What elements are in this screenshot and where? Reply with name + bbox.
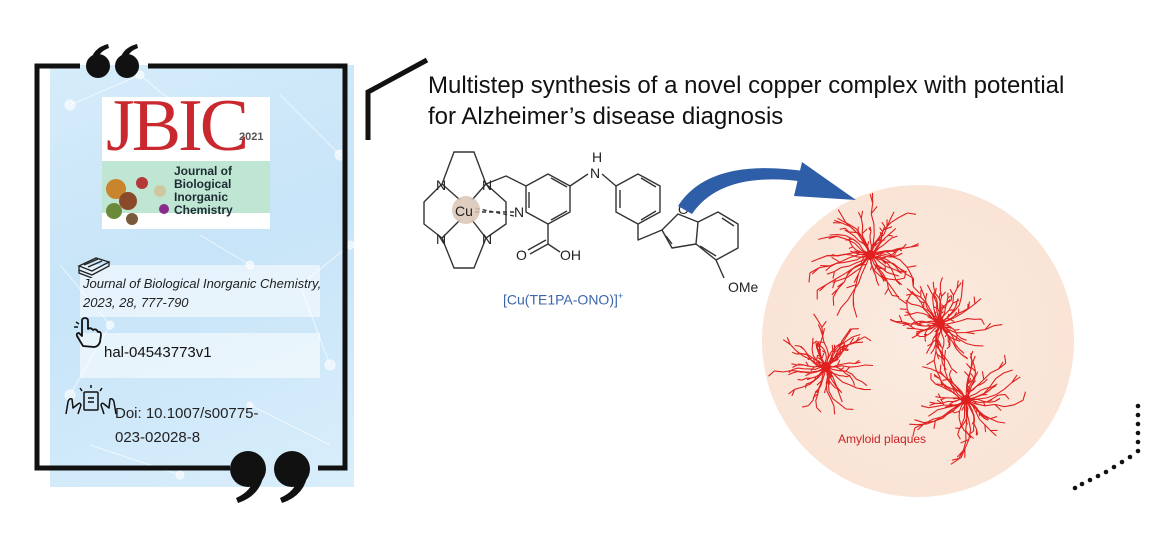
plaque-fibril [869, 192, 880, 256]
reference-box [80, 265, 320, 317]
atom-label: H [592, 149, 602, 165]
amyloid-plaques [768, 192, 1027, 465]
plaque-fibril [831, 254, 871, 306]
complex-name: [Cu(TE1PA-ONO)]+ [503, 291, 624, 308]
plaque-fibril [926, 322, 943, 379]
plaque-core [935, 318, 945, 328]
quote-close-icon [230, 451, 310, 503]
plaque-fibril [812, 366, 827, 413]
cover-name-line: Inorganic [174, 190, 229, 204]
book-stack-icon [77, 257, 111, 278]
plaque-fibril [965, 399, 976, 435]
headline-line: Multistep synthesis of a novel copper co… [428, 72, 1065, 99]
plaque-fibril [825, 328, 859, 368]
plaque-fibril [869, 254, 900, 271]
complex-charge: + [617, 291, 624, 301]
plaque-fibril [939, 296, 982, 324]
plaque-fibril [965, 369, 1013, 401]
plaque-fibril [939, 280, 962, 324]
cover-name-line: Biological [174, 177, 232, 191]
plaque-fibril [922, 364, 967, 401]
cover-year: 2021 [239, 131, 264, 143]
atom-label: N [514, 204, 524, 220]
hal-identifier[interactable]: hal-04543773v1 [104, 344, 212, 361]
plaque-fibril [826, 254, 871, 279]
plaque-fibril [829, 234, 871, 256]
plaque-fibril [932, 290, 941, 324]
plaque-fibril [825, 366, 871, 391]
doi-line: Doi: 10.1007/s00775- [115, 405, 259, 422]
atom-label: N [436, 177, 446, 193]
hal-box [80, 333, 320, 378]
plaque-fibril [953, 399, 974, 439]
copper-complex-structure: Cu N N N N N N H O O OH OMe [423, 149, 759, 295]
plaque-fibril [817, 324, 830, 368]
headline-line: for Alzheimer’s disease diagnosis [428, 103, 784, 130]
curved-arrow [678, 162, 856, 214]
plaque-fibril [869, 249, 921, 294]
plaque-fibril [768, 366, 827, 377]
atom-label: N [482, 231, 492, 247]
quote-open-icon [86, 44, 139, 78]
plaque-fibril [791, 361, 827, 372]
plaque-fibril [965, 391, 1027, 411]
atom-label: N [482, 177, 492, 193]
plaque-fibril [808, 250, 871, 283]
plaque-cluster [909, 350, 1027, 465]
plaque-fibril [869, 254, 908, 305]
atom-label: N [436, 231, 446, 247]
plaque-fibril [869, 254, 901, 286]
atom-label: N [590, 165, 600, 181]
pointer-hand-icon [74, 316, 102, 348]
plaque-fibril [936, 379, 967, 401]
plaque-fibril [909, 399, 967, 429]
plaque-fibril [965, 374, 1021, 401]
cover-molecule-art [106, 177, 169, 225]
plaque-fibril [869, 243, 907, 256]
plaque-cluster [889, 277, 1003, 379]
plaque-fibril [939, 322, 1003, 335]
doi-line: 023-02028-8 [115, 429, 201, 446]
plaque-cluster [768, 313, 874, 415]
plaque-fibril [818, 235, 871, 256]
plaque-fibril [825, 366, 836, 415]
metal-label: Cu [455, 203, 473, 219]
plaque-fibril [825, 364, 874, 368]
plaque-core [821, 362, 831, 372]
plaque-fibril [965, 383, 998, 401]
cover-logo: JBIC [106, 97, 249, 167]
plaque-fibril [951, 400, 972, 461]
hands-document-icon [65, 385, 117, 415]
doi-text[interactable]: Doi: 10.1007/s00775- 023-02028-8 [115, 402, 315, 450]
plaque-fibril [815, 341, 827, 368]
plaque-cluster [808, 192, 921, 318]
plaque-fibril [939, 303, 969, 324]
plaque-label: Amyloid plaques [838, 432, 927, 446]
cover-name-line: Journal of [174, 164, 233, 178]
headline: Multistep synthesis of a novel copper co… [428, 70, 1128, 132]
plaque-circle [762, 185, 1074, 497]
plaque-core [961, 395, 971, 405]
plaque-fibril [965, 399, 998, 437]
journal-cover: JBIC 2021 Journal of Biological Inorgani… [102, 97, 270, 229]
atom-label: O [516, 247, 527, 263]
cover-name-line: Chemistry [174, 203, 233, 217]
atom-label: OMe [728, 279, 759, 295]
plaque-fibril [869, 252, 903, 258]
reference-citation: Journal of Biological Inorganic Chemistr… [83, 276, 322, 310]
plaque-fibril [939, 322, 969, 360]
plaque-fibril [788, 366, 827, 397]
atom-label: OH [560, 247, 581, 263]
plaque-fibril [965, 350, 977, 401]
plaque-core [865, 250, 875, 260]
